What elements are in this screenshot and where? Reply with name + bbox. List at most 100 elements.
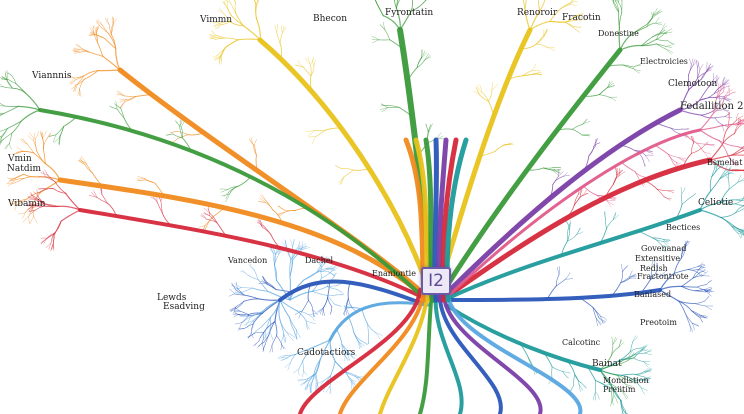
- twig: [372, 39, 380, 43]
- label-calcotinc: Calcotinc: [562, 338, 601, 347]
- twig: [728, 170, 730, 180]
- twig: [488, 89, 493, 102]
- twig: [282, 25, 284, 33]
- label-redish: Redish: [640, 264, 668, 273]
- twig: [606, 219, 614, 229]
- twig: [531, 63, 537, 71]
- twig: [620, 374, 635, 382]
- twig: [295, 242, 300, 250]
- twig: [70, 79, 76, 85]
- twig: [663, 241, 669, 248]
- twig: [668, 154, 679, 158]
- twig: [578, 384, 581, 392]
- label-natdim: Natdim: [7, 164, 42, 174]
- twig: [344, 305, 352, 309]
- twig: [305, 57, 311, 65]
- twig: [92, 25, 95, 34]
- twig: [52, 187, 67, 194]
- twig: [722, 82, 727, 89]
- twig: [533, 71, 541, 75]
- twig: [337, 293, 345, 296]
- twig: [596, 318, 602, 326]
- twig: [542, 29, 545, 37]
- twig: [290, 353, 297, 364]
- twig: [90, 30, 96, 36]
- twig: [574, 14, 581, 18]
- root-strand: [433, 288, 464, 414]
- twig: [246, 320, 254, 328]
- twig: [627, 354, 636, 359]
- twig: [737, 174, 742, 183]
- twig: [610, 383, 623, 392]
- twig: [681, 197, 691, 205]
- twig: [741, 230, 744, 232]
- twig: [20, 109, 41, 122]
- twig: [0, 136, 2, 137]
- twig: [710, 178, 721, 192]
- twig: [213, 22, 221, 26]
- twig: [612, 337, 616, 345]
- twig: [681, 277, 694, 287]
- twig: [565, 272, 571, 280]
- twig: [59, 126, 65, 137]
- twig: [0, 138, 4, 143]
- twig: [718, 164, 725, 169]
- twig: [423, 0, 427, 4]
- twig: [240, 310, 250, 315]
- twig: [250, 136, 254, 145]
- twig: [0, 113, 5, 116]
- twig: [661, 25, 668, 31]
- twig: [325, 386, 331, 393]
- twig: [251, 320, 254, 331]
- twig: [723, 109, 730, 113]
- twig: [302, 370, 304, 378]
- twig: [641, 344, 647, 350]
- twig: [223, 13, 230, 22]
- twig: [306, 382, 309, 391]
- twig: [622, 266, 628, 272]
- main-branch: [278, 279, 428, 307]
- twig: [278, 212, 285, 217]
- twig: [697, 60, 699, 69]
- twig: [341, 168, 354, 171]
- twig: [689, 58, 692, 66]
- twig: [667, 190, 675, 194]
- twig: [120, 101, 126, 109]
- main-branch: [257, 37, 435, 303]
- label-cadotactiors: Cadotactiors: [297, 348, 356, 358]
- twig: [55, 126, 65, 136]
- twig: [640, 349, 648, 352]
- twig: [209, 213, 218, 224]
- twig: [719, 171, 728, 180]
- twig: [279, 319, 288, 334]
- twig: [739, 231, 744, 237]
- twig: [644, 352, 652, 355]
- twig: [20, 139, 28, 145]
- twig: [699, 129, 720, 142]
- twig: [137, 175, 145, 179]
- main-branch: [38, 108, 428, 302]
- twig: [697, 267, 705, 271]
- twig: [30, 209, 36, 215]
- twig: [97, 19, 103, 26]
- twig: [274, 320, 278, 337]
- twig: [555, 274, 560, 287]
- twig: [328, 271, 335, 276]
- twig: [253, 0, 258, 5]
- twig: [633, 26, 648, 34]
- twig: [353, 331, 360, 342]
- twig: [614, 166, 617, 175]
- twig: [706, 280, 712, 285]
- twig: [720, 216, 733, 227]
- twig: [613, 0, 619, 13]
- twig: [651, 260, 656, 269]
- twig: [276, 31, 281, 44]
- twig: [724, 113, 731, 117]
- twig: [262, 276, 268, 283]
- twig: [651, 260, 654, 269]
- twig: [594, 138, 598, 147]
- twig: [29, 132, 36, 140]
- twig: [622, 390, 628, 400]
- twig: [95, 21, 102, 28]
- twig: [705, 289, 712, 293]
